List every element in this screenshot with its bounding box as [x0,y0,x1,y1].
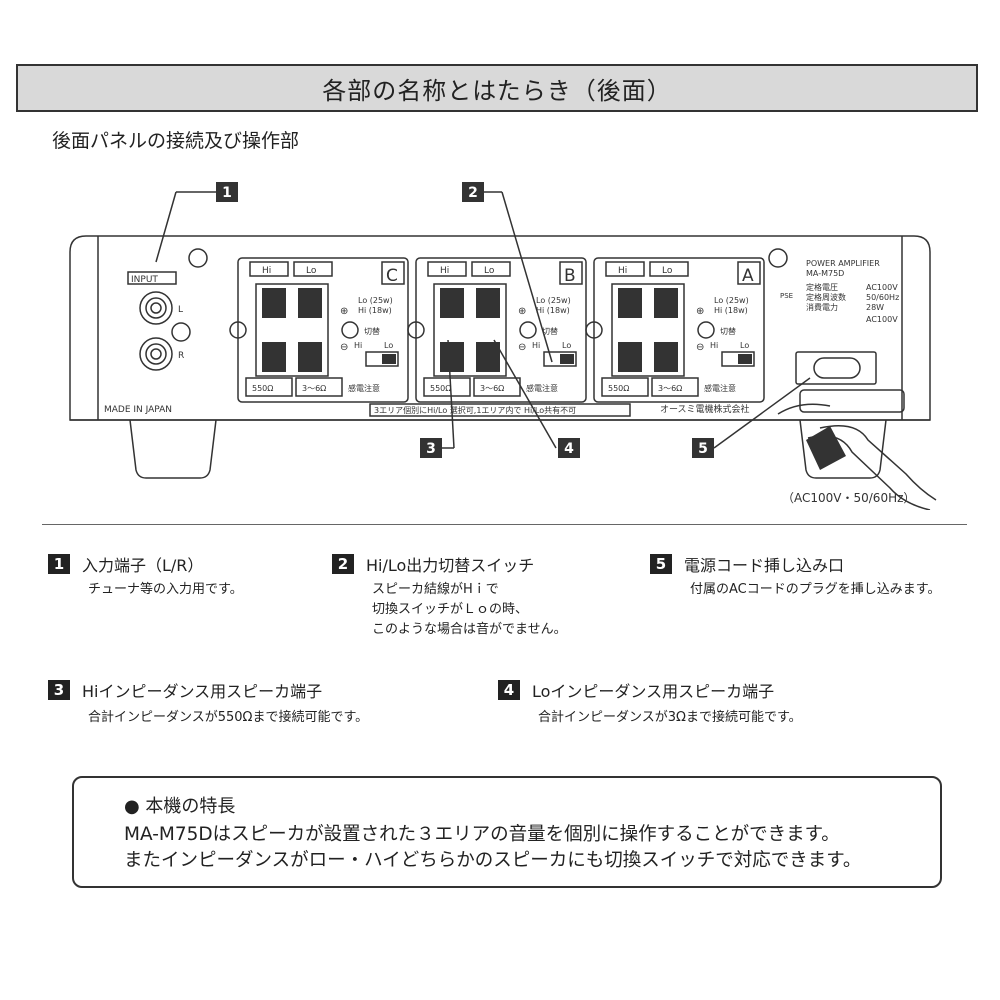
item-5-title: 電源コード挿し込み口 [684,556,845,575]
zone-a-hi: Hi [618,266,627,276]
zone-a-lo: Lo [662,266,673,276]
zone-a-lo-watt: Lo (25w) [714,296,749,305]
zone-c-imp-lo: 3〜6Ω [302,384,326,393]
item-2-desc-2: 切換スイッチがＬｏの時、 [372,602,529,617]
zone-a-minus-icon: ⊖ [696,342,704,353]
page-title-bar: 各部の名称とはたらき（後面） [16,64,978,112]
zone-a-letter: A [742,266,754,286]
spec-value-frequency: 50/60Hz [866,293,899,302]
model-label: MA-M75D [806,269,844,278]
spec-value-ac: AC100V [866,315,898,324]
zone-c-lo-watt: Lo (25w) [358,296,393,305]
spec-value-power: 28W [866,303,884,312]
zone-c-hi-watt: Hi (18w) [358,306,392,315]
zone-b-sw-lo: Lo [562,341,571,350]
zone-b-switch-label: 切替 [542,326,558,336]
item-5-desc: 付属のACコードのプラグを挿し込みます。 [690,582,941,597]
zone-c-sw-hi: Hi [354,341,362,350]
item-1-desc: チューナ等の入力用です。 [88,582,243,597]
section-subtitle: 後面パネルの接続及び操作部 [52,130,300,152]
item-5: 5 電源コード挿し込み口 付属のACコードのプラグを挿し込みます。 [650,552,940,600]
notice-label: 3エリア個別にHi/Lo 選択可,1エリア内で Hi/Lo共有不可 [374,405,576,415]
features-box [72,776,942,888]
item-2-desc-1: スピーカ結線がHｉで [372,582,499,597]
input-label: INPUT [131,275,158,285]
zone-a-hi-watt: Hi (18w) [714,306,748,315]
zone-b-letter: B [564,266,576,286]
zone-a-shock: 感電注意 [704,383,736,393]
zone-b-imp-hi: 550Ω [430,384,451,393]
spec-label-power: 消費電力 [806,302,838,312]
zone-c-lo: Lo [306,266,317,276]
zone-b-sw-hi: Hi [532,341,540,350]
item-1-number: 1 [48,554,70,574]
item-5-number: 5 [650,554,672,574]
section-divider [42,524,967,525]
features-title: ● 本機の特長 [124,796,236,817]
zone-b-lo-watt: Lo (25w) [536,296,571,305]
zone-c-imp-hi: 550Ω [252,384,273,393]
item-1-title: 入力端子（L/R） [82,556,204,575]
ac-note: （AC100V・50/60Hz） [782,491,915,505]
zone-b-hi-watt: Hi (18w) [536,306,570,315]
zone-b-plus-icon: ⊕ [518,306,526,317]
features-line-1: MA-M75Dはスピーカが設置された３エリアの音量を個別に操作することができます… [124,824,840,845]
item-4-number: 4 [498,680,520,700]
zone-c-letter: C [386,266,398,286]
maker-label: オースミ電機株式会社 [660,403,750,415]
item-3-title: Hiインピーダンス用スピーカ端子 [82,682,323,701]
pse-mark: PSE [780,292,793,300]
zone-b-minus-icon: ⊖ [518,342,526,353]
features-line-2: またインピーダンスがロー・ハイどちらかのスピーカにも切換スイッチで対応できます。 [124,850,862,871]
spec-label-voltage: 定格電圧 [806,282,838,292]
zone-b-hi: Hi [440,266,449,276]
item-2-title: Hi/Lo出力切替スイッチ [366,556,535,575]
item-4-title: Loインピーダンス用スピーカ端子 [532,682,775,701]
zone-c-plus-icon: ⊕ [340,306,348,317]
zone-a-plus-icon: ⊕ [696,306,704,317]
rear-panel-diagram: 1 2 3 4 5 INPUT L R MADE IN JAPAN オースミ電機… [69,182,937,510]
zone-a-imp-lo: 3〜6Ω [658,384,682,393]
callout-3: 3 [426,441,436,457]
zone-b-lo: Lo [484,266,495,276]
zone-b-shock: 感電注意 [526,383,558,393]
item-1: 1 入力端子（L/R） チューナ等の入力用です。 [48,552,243,600]
item-4-desc: 合計インピーダンスが3Ωまで接続可能です。 [538,710,802,725]
item-2-desc-3: このような場合は音がでません。 [372,622,567,637]
power-amp-label: POWER AMPLIFIER [806,259,880,268]
made-in-label: MADE IN JAPAN [104,405,172,415]
input-r-label: R [178,351,184,361]
zone-c-minus-icon: ⊖ [340,342,348,353]
zone-a-sw-lo: Lo [740,341,749,350]
page-title: 各部の名称とはたらき（後面） [322,76,672,105]
zone-a-switch-label: 切替 [720,326,736,336]
callout-1: 1 [222,185,232,201]
zone-a-sw-hi: Hi [710,341,718,350]
callout-2: 2 [468,185,478,201]
item-2: 2 Hi/Lo出力切替スイッチ スピーカ結線がHｉで 切換スイッチがＬｏの時、 … [332,552,567,640]
zone-a-imp-hi: 550Ω [608,384,629,393]
input-l-label: L [178,305,183,315]
item-2-number: 2 [332,554,354,574]
callout-4: 4 [564,441,574,457]
zone-c-sw-lo: Lo [384,341,393,350]
spec-value-voltage: AC100V [866,283,898,292]
item-3-desc: 合計インピーダンスが550Ωまで接続可能です。 [88,710,369,725]
zone-c-shock: 感電注意 [348,383,380,393]
zone-c-switch-label: 切替 [364,326,380,336]
zone-c-hi: Hi [262,266,271,276]
item-4: 4 Loインピーダンス用スピーカ端子 合計インピーダンスが3Ωまで接続可能です。 [498,678,802,728]
zone-b-imp-lo: 3〜6Ω [480,384,504,393]
item-3-number: 3 [48,680,70,700]
callout-5: 5 [698,441,708,457]
spec-label-frequency: 定格周波数 [806,292,846,302]
item-3: 3 Hiインピーダンス用スピーカ端子 合計インピーダンスが550Ωまで接続可能で… [48,678,368,728]
